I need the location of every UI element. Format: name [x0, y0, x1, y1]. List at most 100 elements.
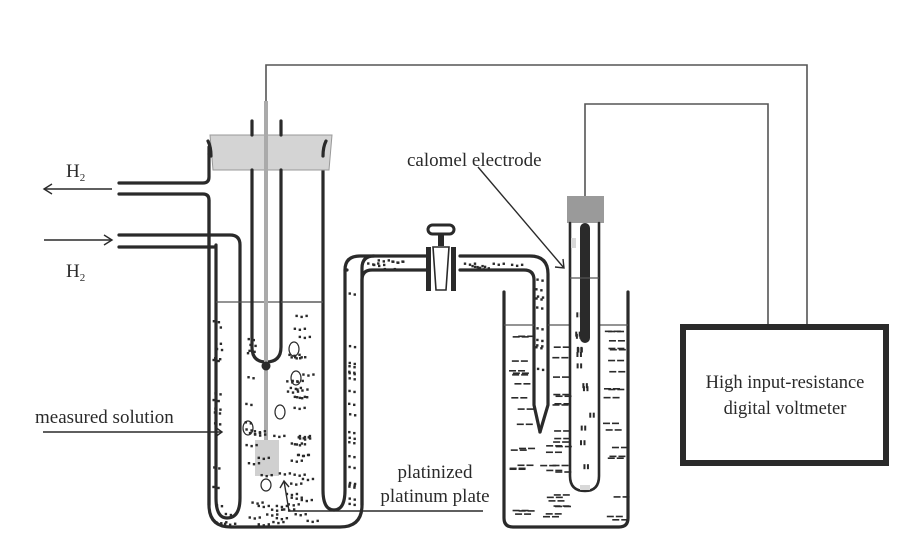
solution-dot: [348, 389, 351, 393]
calomel-mark: [582, 386, 585, 392]
kcl-dash: [611, 446, 619, 449]
solution-dot: [299, 386, 303, 390]
calomel-mark: [583, 464, 586, 470]
calomel-mark: [579, 440, 582, 446]
solution-dot: [250, 444, 253, 448]
kcl-dash: [561, 404, 569, 406]
kcl-dash: [521, 374, 529, 376]
kcl-dash: [555, 469, 563, 472]
solution-dot: [295, 497, 298, 500]
solution-dot: [252, 463, 256, 466]
solution-dot: [305, 396, 309, 399]
kcl-dash: [555, 395, 563, 398]
solution-dot: [492, 262, 495, 265]
solution-dot: [303, 336, 307, 340]
solution-dot: [383, 267, 387, 271]
kcl-dash: [612, 519, 620, 521]
kcl-solution-dashes: [509, 312, 630, 521]
salt-bridge: [343, 254, 550, 507]
solution-dot: [286, 380, 289, 383]
kcl-dash: [620, 446, 628, 449]
kcl-dash: [613, 330, 621, 333]
calomel-mark: [579, 333, 582, 339]
solution-dot: [303, 443, 307, 446]
solution-dot: [257, 456, 260, 460]
solution-dot: [298, 437, 302, 440]
solution-dot: [296, 453, 300, 457]
solution-dot: [353, 362, 356, 366]
solution-dot: [250, 403, 253, 407]
kcl-dash: [554, 513, 562, 515]
calomel-mark: [583, 440, 586, 446]
kcl-dash: [546, 469, 554, 472]
h2-outlet-arrow: [42, 183, 112, 195]
platinized-label: platinized: [398, 462, 473, 483]
solution-dot: [308, 434, 312, 438]
voltmeter-label-line2: digital voltmeter: [724, 399, 847, 419]
kcl-dash: [614, 429, 622, 431]
solution-dot: [283, 473, 287, 476]
solution-dot: [303, 438, 307, 441]
kcl-dash: [552, 356, 560, 359]
kcl-dash: [603, 422, 611, 425]
solution-dot: [265, 474, 268, 478]
solution-dot: [248, 431, 252, 435]
solution-dot: [295, 492, 299, 496]
kcl-dash: [509, 467, 517, 470]
kcl-dash: [545, 451, 553, 454]
solution-dot: [306, 388, 309, 391]
kcl-dash: [546, 445, 554, 447]
kcl-dash: [523, 383, 531, 385]
solution-dot: [248, 516, 251, 519]
solution-dot: [256, 502, 259, 505]
calomel-mark: [575, 333, 578, 339]
kcl-dash: [563, 403, 571, 405]
solution-dot: [251, 501, 254, 504]
solution-dot: [270, 473, 273, 477]
solution-dot: [310, 498, 313, 502]
solution-dot: [536, 278, 539, 281]
solution-dot: [294, 387, 298, 391]
solution-dot: [278, 435, 281, 439]
solution-dot: [348, 485, 351, 488]
kcl-dash: [621, 519, 629, 521]
kcl-dash: [527, 510, 535, 512]
solution-dot: [213, 411, 217, 414]
solution-dot: [223, 522, 227, 525]
solution-dot: [303, 406, 306, 410]
solution-dot: [272, 520, 275, 524]
solution-dot: [252, 338, 255, 342]
solution-dot: [541, 328, 544, 331]
solution-dot: [392, 260, 395, 263]
calomel-mark: [579, 312, 582, 318]
kcl-dash: [564, 395, 572, 398]
solution-dot: [258, 431, 262, 434]
solution-dot: [280, 517, 284, 521]
solution-dot: [353, 503, 356, 507]
solution-dot: [300, 459, 303, 462]
kcl-dash: [520, 397, 528, 399]
solution-dot: [263, 430, 267, 433]
calomel-mark: [592, 412, 595, 418]
solution-dot: [289, 386, 293, 390]
voltmeter: [680, 324, 889, 466]
kcl-dash: [525, 423, 533, 426]
calomel-mark: [586, 464, 589, 470]
measured-solution-label: measured solution: [35, 407, 174, 428]
solution-dot: [348, 430, 351, 434]
kcl-dash: [618, 370, 626, 373]
solution-dot: [298, 444, 302, 447]
calomel-mark: [576, 352, 579, 358]
solution-dot: [291, 379, 294, 383]
kcl-dash: [521, 372, 529, 375]
kcl-dash: [521, 509, 529, 512]
solution-dot: [303, 435, 307, 439]
calomel-mark: [576, 312, 579, 318]
solution-dot: [212, 485, 215, 489]
solution-dot: [295, 396, 299, 399]
kcl-dash: [609, 455, 617, 458]
h2-outlet-tube: [117, 152, 211, 507]
solution-dot: [348, 413, 352, 416]
solution-dot: [298, 407, 301, 411]
solution-dot: [353, 372, 356, 376]
